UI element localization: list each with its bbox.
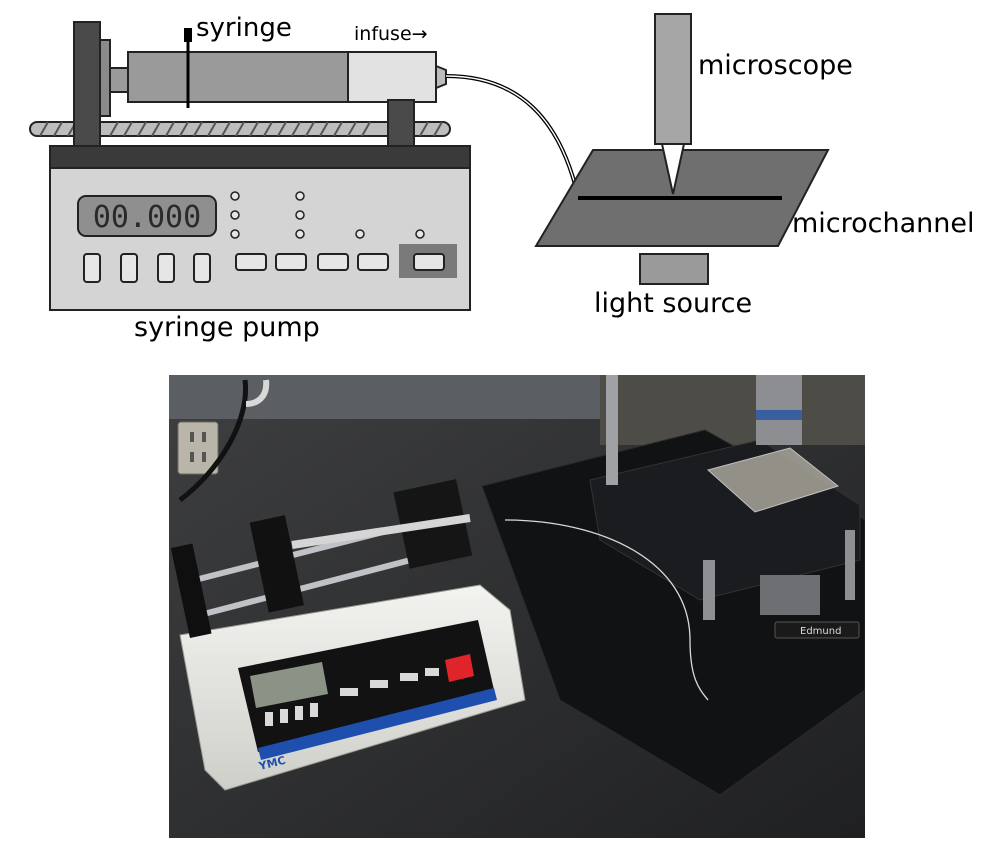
lab-setup-photo: Edmund YMC: [169, 375, 865, 838]
label-syringe-pump: syringe pump: [134, 312, 320, 343]
pump-display: [77, 195, 217, 237]
photo-pump-stop-button: [445, 654, 474, 682]
microscope-objective: [660, 143, 686, 195]
pump-top-plate: [49, 145, 471, 169]
photo-pump-end-block: [170, 543, 212, 639]
photo-pump-brand-stripe: [258, 688, 497, 760]
label-microchannel: microchannel: [792, 208, 975, 239]
plunger-rod: [109, 67, 129, 93]
microscope-column: [606, 375, 618, 485]
pump-display-readout: 00.000: [93, 200, 201, 235]
syringe-barrel: [127, 51, 349, 103]
plunger-flange: [99, 39, 111, 117]
syringe-fluid: [347, 51, 437, 103]
photo-pump-display: [250, 662, 328, 708]
photo-pump-pusher: [249, 515, 305, 613]
label-microscope: microscope: [698, 50, 853, 81]
microscope-body: [654, 13, 692, 145]
stage-brand: Edmund: [800, 626, 841, 637]
pump-function-keys: [235, 253, 389, 271]
pusher-block: [73, 21, 101, 149]
wall-outlet: [177, 421, 219, 475]
label-syringe: syringe: [196, 13, 292, 43]
pump-start-key: [413, 253, 445, 271]
label-light-source: light source: [594, 288, 752, 319]
pump-keypad: [83, 253, 211, 283]
label-infuse: infuse→: [354, 23, 428, 45]
schematic-diagram: 00.000 syrin: [29, 13, 975, 343]
photo-syringe: [291, 514, 471, 549]
pump-indicator-leds: [230, 191, 425, 239]
glass-slide: [706, 447, 840, 513]
stage-brand-plaque: [774, 621, 860, 639]
lead-screw: [29, 121, 451, 137]
syringe-tip: [435, 64, 447, 90]
holder-block: [387, 99, 415, 149]
light-source: [639, 253, 709, 285]
pump-body: [49, 167, 471, 311]
